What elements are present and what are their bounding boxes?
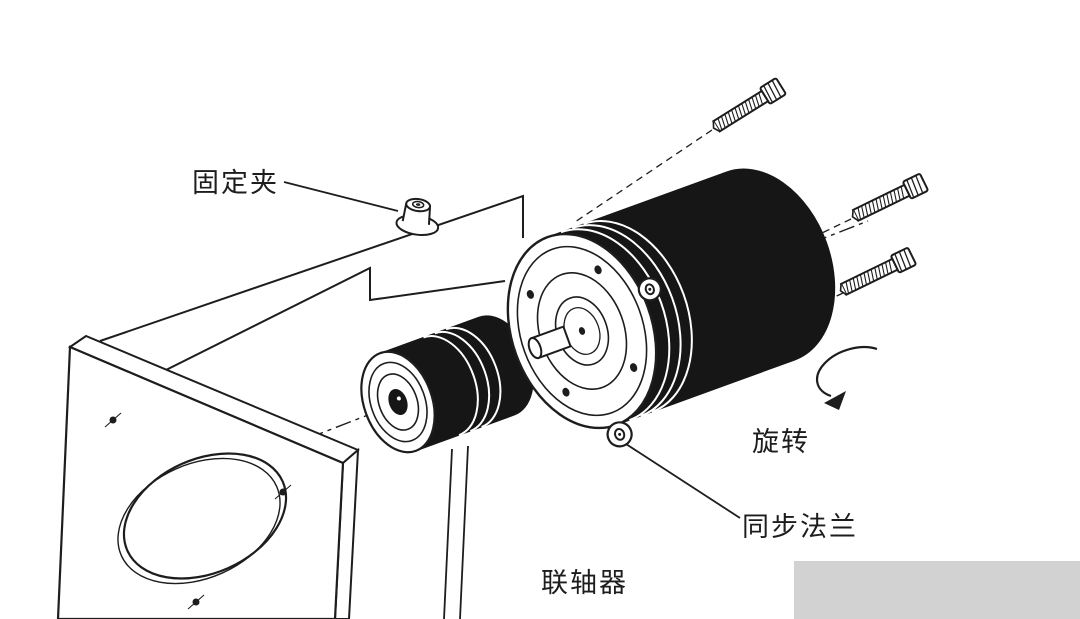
housing-outline [99, 194, 524, 379]
encoder-face-screw-holes [526, 265, 638, 397]
rotation-arrow [815, 345, 878, 410]
coupling-slits [423, 326, 502, 437]
label-fixing-clamp: 固定夹 [192, 168, 279, 199]
encoder-grooves [560, 220, 693, 422]
coupling-bore-highlight [396, 396, 401, 401]
plate-hole-inner-edge [117, 457, 281, 585]
label-coupling: 联轴器 [541, 568, 628, 599]
label-sync-flange: 同步法兰 [742, 512, 858, 543]
plate-hole [122, 452, 288, 580]
clamp-hole-center [415, 203, 421, 206]
encoder-ring-1 [516, 245, 648, 417]
sync-flange-ear-side [637, 277, 662, 302]
leader-fixing-clamp [283, 181, 399, 212]
mounting-plate [56, 334, 360, 619]
leader-lines [283, 181, 741, 619]
watermark-block [794, 561, 1080, 619]
coupling-bore [388, 388, 408, 416]
encoder-shaft-tip [527, 337, 543, 360]
screw-axis-line-1 [574, 129, 713, 223]
leader-coupling-2 [459, 445, 469, 619]
coupling-ring-outer [368, 361, 428, 443]
label-rotation: 旋转 [752, 427, 810, 458]
encoder-shaft-center [578, 327, 586, 335]
clamp-body-left [401, 203, 408, 222]
clamp-body-right [427, 206, 431, 225]
sync-flange-ear-bottom [606, 421, 633, 448]
fixing-clamp [395, 197, 440, 237]
leader-coupling-1 [443, 448, 453, 619]
coupling [360, 315, 534, 454]
leader-sync-flange [625, 443, 741, 519]
encoder [506, 168, 836, 448]
rotation-arrowhead [824, 391, 846, 410]
plate-screw-holes [104, 412, 292, 610]
